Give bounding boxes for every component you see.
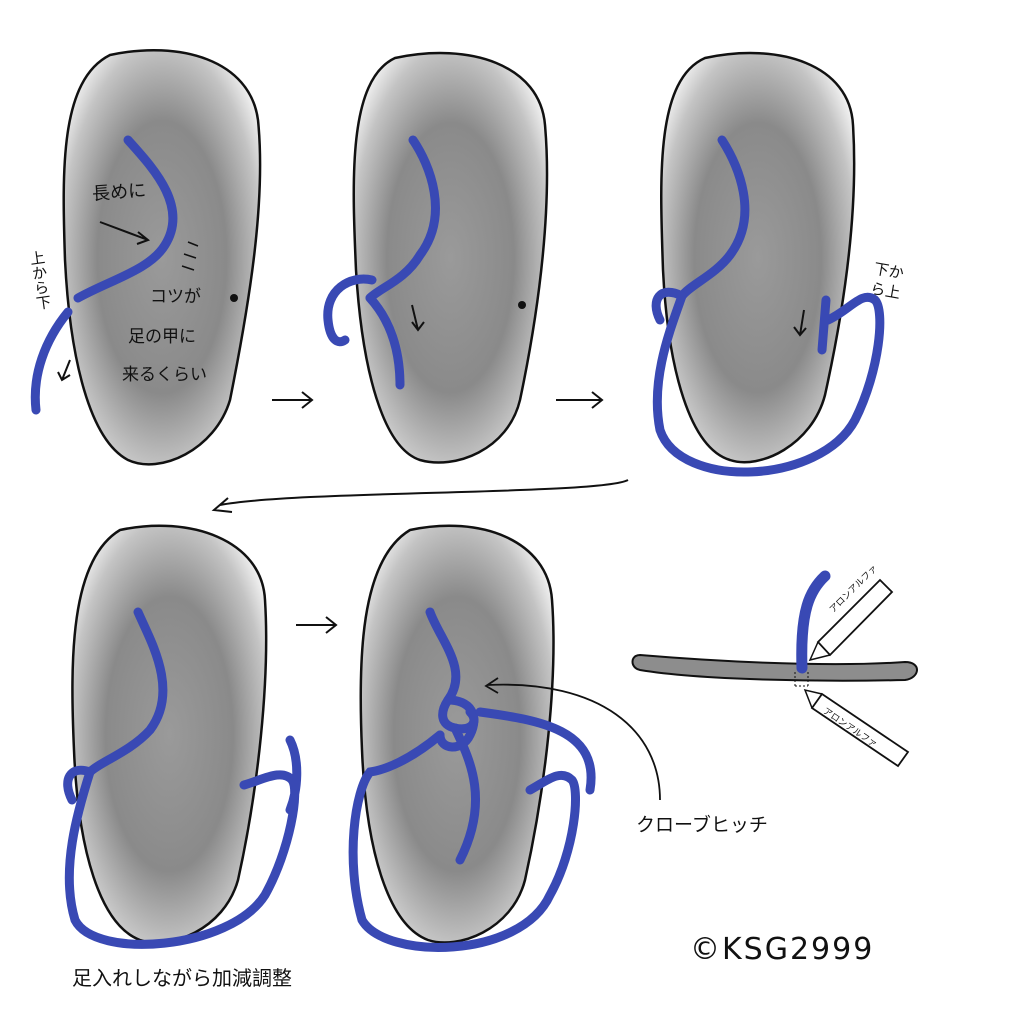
down-arrow-3 [793, 309, 807, 337]
strap-3-end [817, 295, 831, 355]
hole-dot-1 [230, 294, 238, 302]
note-tip: コツが [150, 287, 201, 307]
arrow-right-1 [272, 391, 314, 409]
glue-tube-bottom [810, 692, 910, 768]
curved-return-arrow [211, 479, 629, 513]
tip-marks [181, 241, 199, 271]
panel-6-glue-detail [631, 570, 918, 768]
sole-outline-4 [71, 524, 268, 944]
strap-5-knot [435, 695, 481, 865]
down-arrow-1 [57, 359, 71, 382]
sole-outline-2 [352, 51, 549, 464]
sole-outline-3 [660, 51, 856, 464]
panel-4 [63, 524, 302, 949]
strap-1 [73, 135, 178, 303]
strap-2 [365, 135, 440, 303]
glue-nozzle-top [808, 641, 831, 662]
panel-2 [323, 51, 549, 464]
arrow-right-2 [556, 391, 604, 409]
note-bottom-to-top: 下から上 [869, 259, 906, 303]
strap-4 [85, 607, 168, 777]
down-arrow-2 [411, 304, 425, 332]
strap-vertical [796, 570, 831, 674]
strap-3 [677, 135, 750, 301]
strap-3-loop [651, 287, 885, 477]
panel-1 [30, 48, 262, 466]
sole-outline-1 [62, 48, 262, 466]
label-clove-hitch: クローブヒッチ [636, 814, 768, 836]
strap-4-loop [63, 735, 302, 949]
strap-2-loop [323, 274, 405, 390]
arrow-to-strap [99, 221, 151, 245]
glue-tube-top [816, 578, 894, 657]
caption-bottom-left: 足入れしながら加減調整 [72, 966, 292, 990]
sole-cross-section [631, 653, 918, 682]
arrow-right-3 [296, 616, 338, 634]
copyright: ©KSG2999 [690, 932, 875, 967]
hole-dot-2 [518, 301, 526, 309]
panel-3 [651, 51, 885, 477]
strap-1-tail [30, 307, 73, 415]
glue-nozzle-bottom [803, 688, 823, 709]
note-tip-2: 足の甲に [128, 327, 196, 347]
note-long: 長めに [91, 180, 147, 205]
note-tip-3: 来るくらい [122, 365, 207, 385]
clove-hitch-pointer [484, 677, 661, 801]
strap-5-loop [348, 707, 596, 952]
panel-5 [348, 524, 661, 952]
